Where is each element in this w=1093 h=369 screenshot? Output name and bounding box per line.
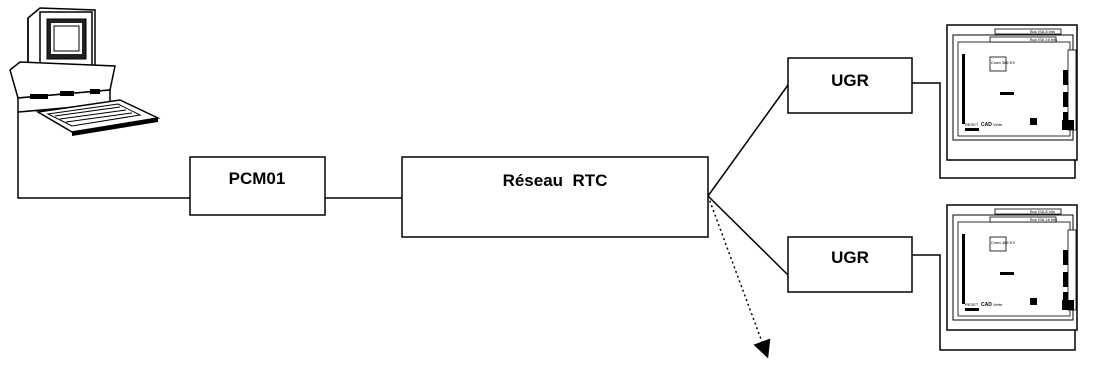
bottom-reset-label: RESET [965, 302, 979, 307]
ugr-top-label: UGR [831, 71, 869, 90]
top-chip-label: Cram 386 EX [991, 60, 1015, 65]
wire-ugr-top-board [912, 82, 1076, 179]
computer-terminal-icon [9, 7, 161, 136]
top-bus-b-label: Bus ISA 16 bits [1030, 37, 1057, 42]
bottom-cad-label: CAD [981, 302, 992, 308]
wire-network-ugr-top [707, 84, 789, 197]
pcm-box [189, 156, 326, 216]
bottom-bus-a-label: Bus ISA 8 bits [1030, 209, 1055, 214]
top-cad-label: CAD [981, 122, 992, 128]
bottom-bus-b-label: Bus ISA 16 bits [1030, 217, 1057, 222]
network-box [401, 156, 709, 238]
ugr-top-box [787, 57, 913, 114]
bottom-chip-label: Cram 386 EX [991, 240, 1015, 245]
ugr-bottom-box [787, 236, 913, 293]
network-label: Réseau RTC [503, 171, 608, 190]
wire-network-dotted [707, 195, 771, 359]
top-bus-a-label: Bus ISA 8 bits [1030, 29, 1055, 34]
wire-computer-pcm [17, 112, 190, 199]
wire-network-ugr-bottom [707, 195, 789, 276]
ugr-bottom-label: UGR [831, 248, 869, 267]
bottom-verte-label: Verte [993, 302, 1003, 307]
wire-ugr-bottom-board [912, 254, 1076, 351]
pcm-label: PCM01 [229, 169, 286, 188]
circuit-board-top-icon: Bus ISA 8 bits Bus ISA 16 bits Cram 386 … [946, 24, 1078, 161]
circuit-board-bottom-icon: Bus ISA 8 bits Bus ISA 16 bits Cram 386 … [946, 204, 1078, 331]
top-reset-label: RESET [965, 122, 979, 127]
top-verte-label: Verte [993, 122, 1003, 127]
